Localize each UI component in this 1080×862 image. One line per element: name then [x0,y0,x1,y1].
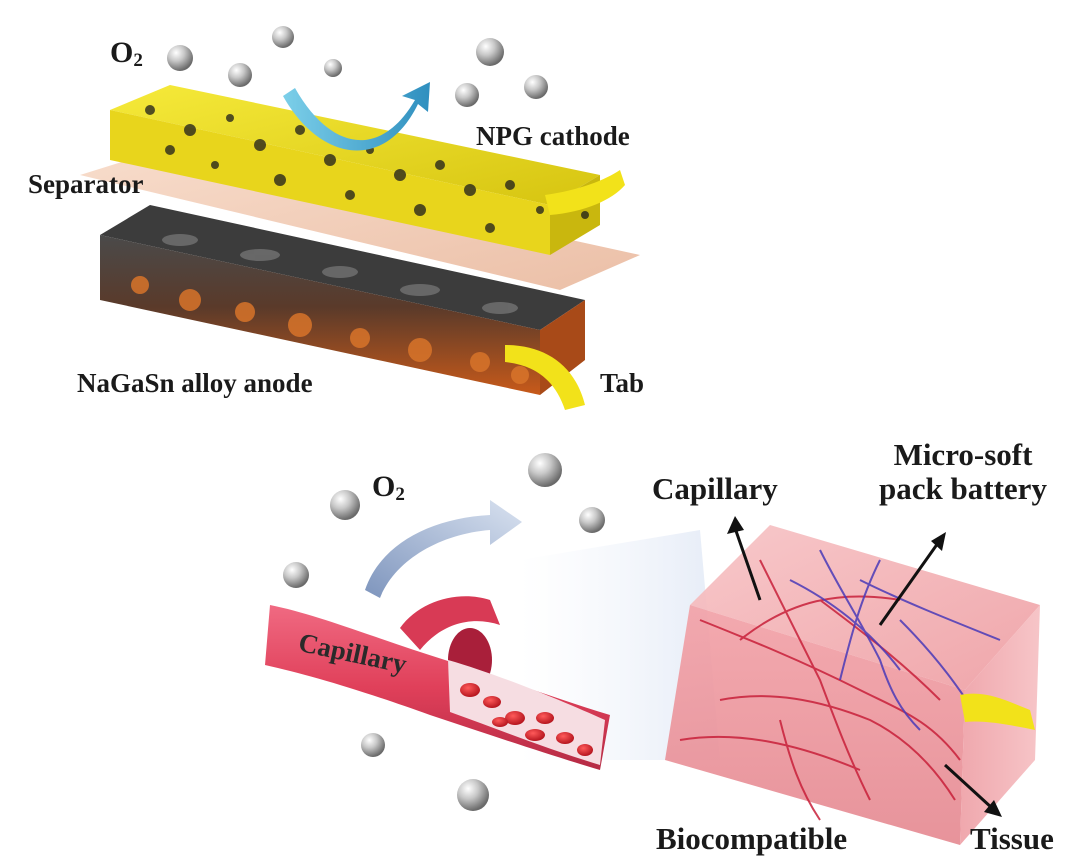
oxygen-flow-arrow-bottom [365,500,522,598]
capillary-label: Capillary [652,471,778,506]
o2-label-top: O2 [110,36,143,72]
o2-base-top: O [110,36,134,69]
oxygen-molecules-top [167,26,548,107]
battery-tab [960,693,1035,730]
oxygen-flow-arrow-top [283,82,430,151]
battery-label-line1: Micro-soft [893,437,1033,472]
tab-label: Tab [600,368,645,398]
anode-tab [505,345,585,410]
capillary-tube [265,596,610,770]
tissue-block [665,525,1040,845]
o2-subscript-top: 2 [133,50,143,71]
separator-label: Separator [28,169,144,199]
tissue-label: Tissue [970,821,1054,856]
biocompatible-label: Biocompatible [656,821,848,856]
anode-layer [100,205,585,395]
o2-subscript-bottom: 2 [395,484,405,505]
cathode-label: NPG cathode [476,121,630,151]
separator-layer [80,150,640,290]
o2-base-bottom: O [372,470,396,503]
cathode-tab [545,170,625,215]
battery-label: Micro-soft pack battery [858,437,1068,507]
pointer-arrows [727,516,1002,817]
battery-label-line2: pack battery [879,471,1047,507]
anode-label: NaGaSn alloy anode [77,368,313,398]
o2-label-bottom: O2 [372,470,405,506]
blue-vessels [789,549,1001,731]
oxygen-molecules-bottom [283,453,605,811]
red-vessels [679,559,961,821]
